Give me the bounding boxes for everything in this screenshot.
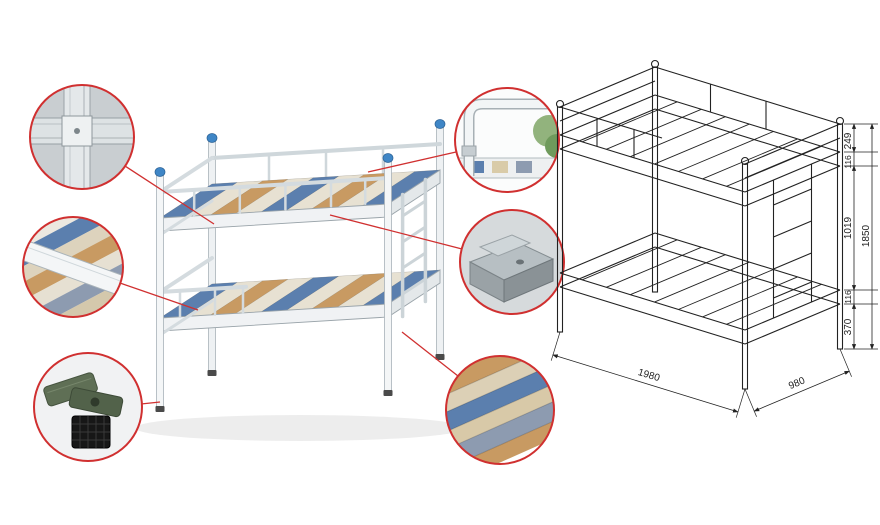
post-caps [154,119,446,177]
technical-drawing [550,59,878,418]
callout-ring [33,352,143,462]
drawing-lower-frame [559,232,841,345]
callout-ring [454,87,560,193]
drawing-lower-slats [582,239,822,325]
callout-end-rail-slat-detail [22,216,124,318]
callout-connector-lines [119,151,463,405]
callout-frame-joint-detail [29,84,135,190]
callout-ring [459,209,565,315]
bed-post-front-right [384,157,392,395]
dimension-label-980: 980 [787,375,807,392]
callout-frame-bracket-detail [459,209,565,315]
dimension-label-370: 370 [843,318,854,335]
callout-plastic-foot-connector-detail [33,352,143,462]
dimension-label-249: 249 [843,132,854,149]
dimension-lines-vertical [851,123,875,350]
upper-front-guardrail [158,156,390,237]
dimension-width [744,348,852,417]
drawing-ladder [772,164,813,318]
drawing-upper-slats [582,101,822,187]
post-feet [155,354,445,412]
dimension-labels: 249 116 1019 116 370 1850 1980 980 [636,132,872,392]
callout-guardrail-tube-detail [454,87,560,193]
callout-ring [22,216,124,318]
bunk-bed-photo [135,119,465,441]
dimension-label-1850: 1850 [861,224,872,247]
dimension-length [550,331,746,418]
drawing-post [741,163,749,390]
drawing-guardrails [559,66,841,179]
drawing-post [836,123,844,350]
bed-shadow [135,415,465,441]
bed-post-back-right [436,123,444,359]
drawing-post [651,66,659,293]
bed-post-front-left [156,171,164,411]
dimension-label-1019: 1019 [843,216,854,239]
bed-ladder [400,177,428,319]
drawing-upper-frame [559,94,841,207]
callout-ring [29,84,135,190]
dimension-label-116-upper: 116 [843,155,853,169]
dimension-label-116-lower: 116 [843,290,853,304]
